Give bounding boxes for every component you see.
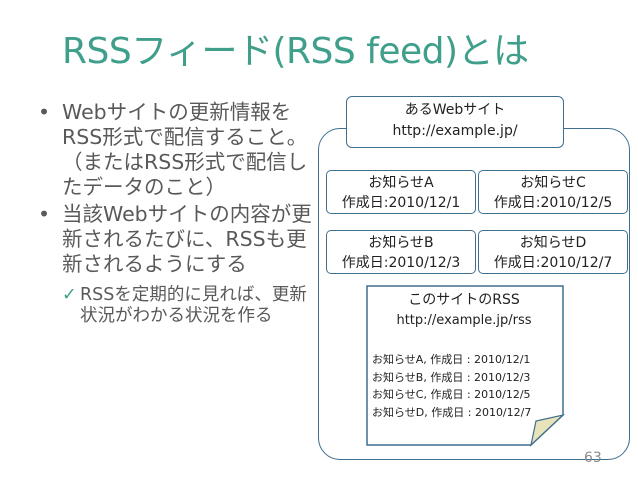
rss-entry: お知らせB, 作成日 : 2010/12/3 [372,370,531,384]
bullet-list: • Webサイトの更新情報をRSS形式で配信すること。（またはRSS形式で配信し… [38,100,318,327]
rss-entry: お知らせD, 作成日 : 2010/12/7 [372,405,532,419]
sub-bullet-item: ✓ RSSを定期的に見れば、更新状況がわかる状況を作る [62,285,318,327]
notice-name: お知らせC [520,175,586,191]
slide-title: RSSフィード(RSS feed)とは [62,31,529,72]
website-url: http://example.jp/ [392,123,518,139]
notice-date: 作成日:2010/12/7 [493,255,613,271]
notice-name: お知らせA [368,175,434,191]
website-name: あるWebサイト [404,102,506,118]
notice-name: お知らせB [368,235,434,251]
bullet-dot-icon: • [38,202,51,226]
notice-box-b: お知らせB 作成日:2010/12/3 [326,230,476,274]
notice-box-c: お知らせC 作成日:2010/12/5 [478,170,628,214]
notice-box-d: お知らせD 作成日:2010/12/7 [478,230,628,274]
rss-entry: お知らせA, 作成日 : 2010/12/1 [372,353,531,366]
bullet-dot-icon: • [38,100,51,124]
page-fold-icon [530,413,566,447]
sub-bullet-text: RSSを定期的に見れば、更新状況がわかる状況を作る [80,285,307,326]
rss-title: このサイトのRSS [408,292,520,308]
bullet-item: • Webサイトの更新情報をRSS形式で配信すること。（またはRSS形式で配信し… [38,100,318,200]
checkmark-icon: ✓ [62,285,77,305]
bullet-text: Webサイトの更新情報をRSS形式で配信すること。（またはRSS形式で配信したデ… [62,100,308,199]
notice-date: 作成日:2010/12/5 [493,195,613,211]
notice-name: お知らせD [519,235,587,251]
bullet-item: • 当該Webサイトの内容が更新されるたびに、RSSも更新されるようにする [38,202,318,277]
notice-date: 作成日:2010/12/3 [341,255,461,271]
rss-entry: お知らせC, 作成日 : 2010/12/5 [372,388,531,401]
bullet-text: 当該Webサイトの内容が更新されるたびに、RSSも更新されるようにする [62,202,312,276]
website-label-box: あるWebサイト http://example.jp/ [346,96,564,148]
notice-box-a: お知らせA 作成日:2010/12/1 [326,170,476,214]
rss-url: http://example.jp/rss [396,313,532,328]
page-number: 63 [584,450,602,466]
rss-entry-list: お知らせA, 作成日 : 2010/12/1 お知らせB, 作成日 : 2010… [372,351,564,421]
rss-document-shape [366,285,566,447]
rss-document: このサイトのRSS http://example.jp/rss お知らせA, 作… [366,285,566,447]
notice-date: 作成日:2010/12/1 [341,195,461,211]
